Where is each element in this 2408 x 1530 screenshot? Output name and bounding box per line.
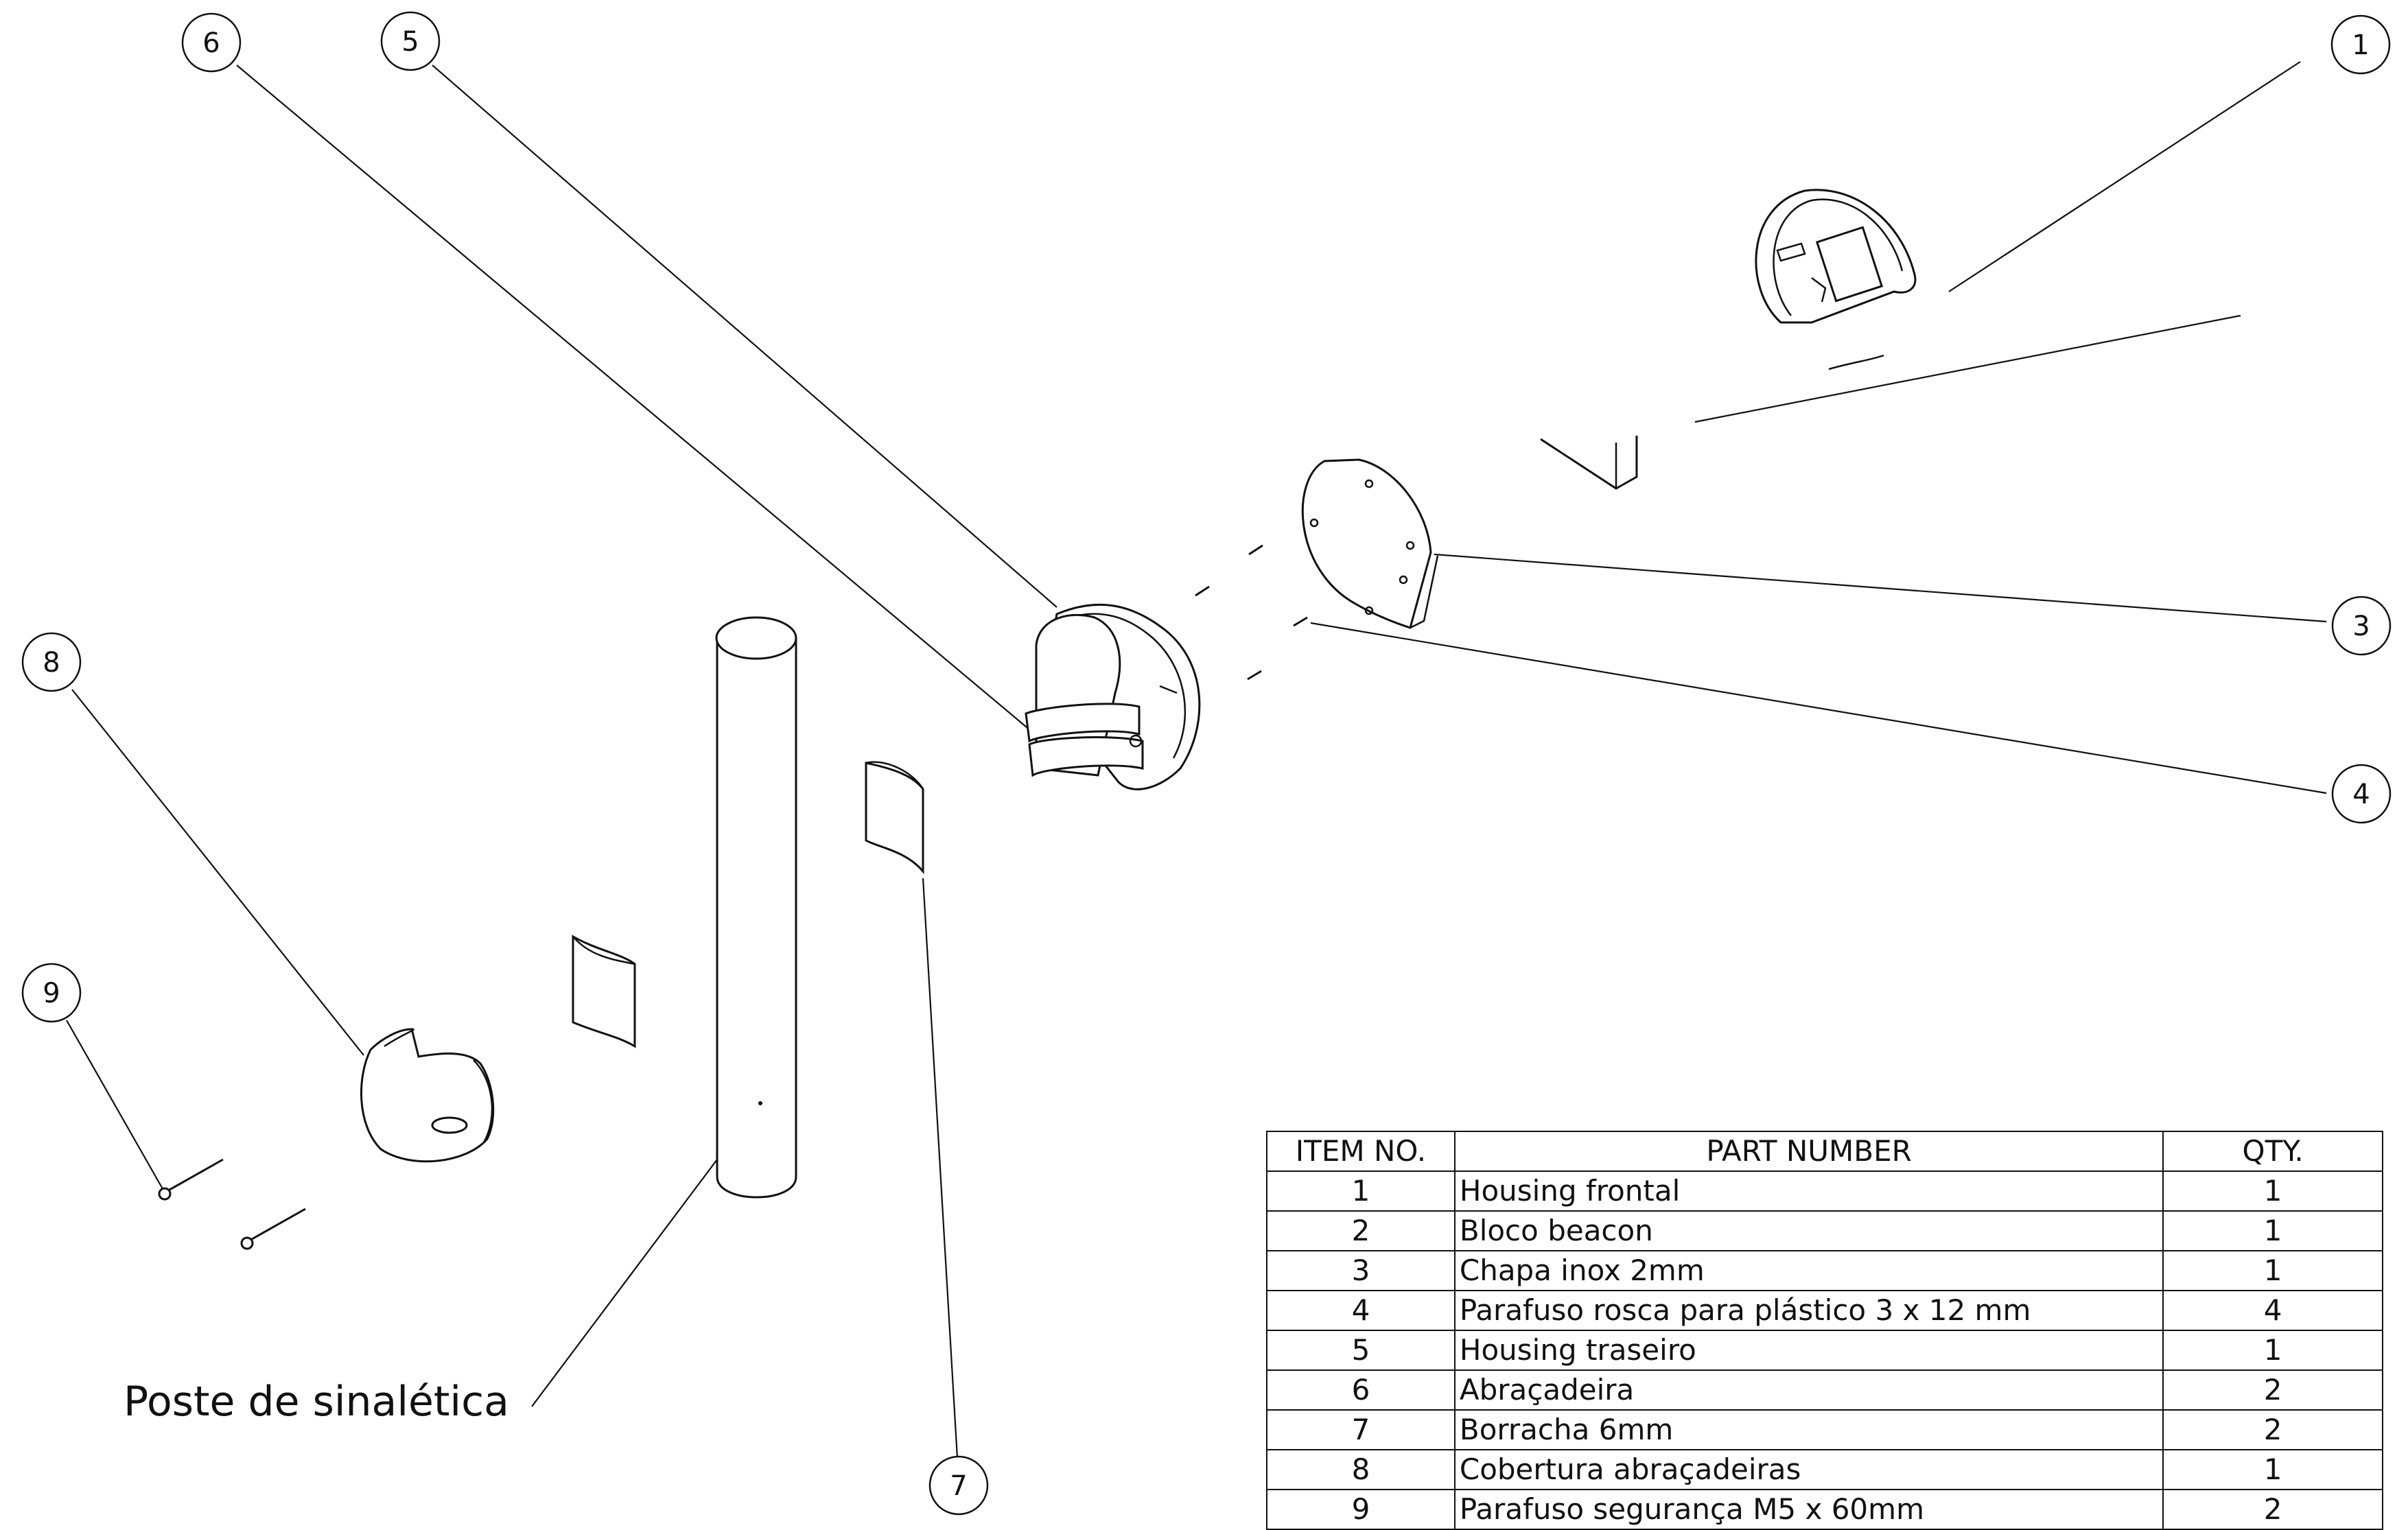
bom-part: Housing frontal [1453, 1170, 2164, 1212]
bom-item: 4 [1266, 1290, 1456, 1331]
leader-1a [1948, 61, 2301, 292]
bom-qty: 1 [2162, 1330, 2383, 1371]
bom-item: 8 [1266, 1449, 1456, 1490]
bom-item: 7 [1266, 1409, 1456, 1450]
bom-part: Parafuso segurança M5 x 60mm [1453, 1489, 2164, 1530]
callout-3: 3 [2331, 596, 2392, 656]
bom-part: Cobertura abraçadeiras [1453, 1449, 2164, 1490]
leader-1b [1694, 314, 2241, 423]
table-row: 3 Chapa inox 2mm 1 [1266, 1250, 2383, 1291]
bom-qty: 1 [2162, 1210, 2383, 1251]
table-row: 9 Parafuso segurança M5 x 60mm 2 [1266, 1489, 2383, 1530]
table-row: 2 Bloco beacon 1 [1266, 1210, 2383, 1251]
bom-item: 3 [1266, 1250, 1456, 1291]
bom-item: 1 [1266, 1170, 1456, 1212]
leader-4 [1310, 622, 2327, 795]
bom-header-row: ITEM NO. PART NUMBER QTY. [1266, 1131, 2383, 1172]
bloco-beacon-part [1540, 436, 1638, 490]
poste-part [715, 616, 797, 1199]
svg-text:7: 7 [950, 1470, 967, 1502]
svg-text:1: 1 [2352, 30, 2369, 61]
bom-part: Bloco beacon [1453, 1210, 2164, 1251]
callout-7: 7 [928, 1455, 989, 1516]
bom-header-item: ITEM NO. [1266, 1131, 1456, 1172]
bom-part: Borracha 6mm [1453, 1409, 2164, 1450]
bom-qty: 1 [2162, 1250, 2383, 1291]
bom-qty: 1 [2162, 1449, 2383, 1490]
callout-9: 9 [21, 963, 82, 1023]
table-row: 8 Cobertura abraçadeiras 1 [1266, 1449, 2383, 1490]
callout-1: 1 [2330, 14, 2391, 75]
table-row: 7 Borracha 6mm 2 [1266, 1409, 2383, 1450]
bom-item: 6 [1266, 1369, 1456, 1411]
svg-text:4: 4 [2352, 779, 2370, 810]
screws-3x12-part [1195, 544, 1308, 681]
svg-text:8: 8 [43, 647, 60, 679]
poste-label: Poste de sinalética [124, 1378, 509, 1426]
leader-8 [71, 689, 364, 1056]
leader-9 [66, 1020, 165, 1193]
parafuso-seguranca-part [158, 1158, 306, 1250]
table-row: 4 Parafuso rosca para plástico 3 x 12 mm… [1266, 1290, 2383, 1331]
cobertura-abracadeiras-part [360, 1028, 495, 1163]
callout-5: 5 [380, 11, 441, 71]
callout-8: 8 [21, 632, 82, 692]
table-row: 1 Housing frontal 1 [1266, 1170, 2383, 1212]
bom-qty: 2 [2162, 1489, 2383, 1530]
bom-qty: 4 [2162, 1290, 2383, 1331]
leader-6 [236, 64, 1044, 742]
leader-7 [922, 878, 959, 1459]
leader-5 [432, 64, 1057, 608]
bom-header-part: PART NUMBER [1453, 1131, 2164, 1172]
bom-item: 9 [1266, 1489, 1456, 1530]
svg-text:5: 5 [401, 26, 419, 58]
bill-of-materials-table: ITEM NO. PART NUMBER QTY. 1 Housing fron… [1266, 1131, 2383, 1530]
housing-traseiro-part [1025, 603, 1201, 790]
housing-frontal-part [1755, 189, 1917, 370]
bom-part: Chapa inox 2mm [1453, 1250, 2164, 1291]
table-row: 6 Abraçadeira 2 [1266, 1369, 2383, 1411]
borracha-part [572, 761, 924, 1048]
svg-text:9: 9 [43, 978, 60, 1009]
leader-3 [1434, 553, 2327, 623]
callout-4: 4 [2331, 764, 2392, 824]
bom-part: Abraçadeira [1453, 1369, 2164, 1411]
table-row: 5 Housing traseiro 1 [1266, 1330, 2383, 1371]
svg-text:3: 3 [2352, 611, 2370, 642]
svg-text:6: 6 [202, 27, 220, 59]
bom-header-qty: QTY. [2162, 1131, 2383, 1172]
bom-part: Parafuso rosca para plástico 3 x 12 mm [1453, 1290, 2164, 1331]
bom-part: Housing traseiro [1453, 1330, 2164, 1371]
bom-qty: 2 [2162, 1409, 2383, 1450]
bom-item: 5 [1266, 1330, 1456, 1371]
callout-6: 6 [181, 12, 242, 73]
bom-item: 2 [1266, 1210, 1456, 1251]
chapa-inox-part [1301, 458, 1439, 629]
bom-qty: 2 [2162, 1369, 2383, 1411]
bom-qty: 1 [2162, 1170, 2383, 1212]
